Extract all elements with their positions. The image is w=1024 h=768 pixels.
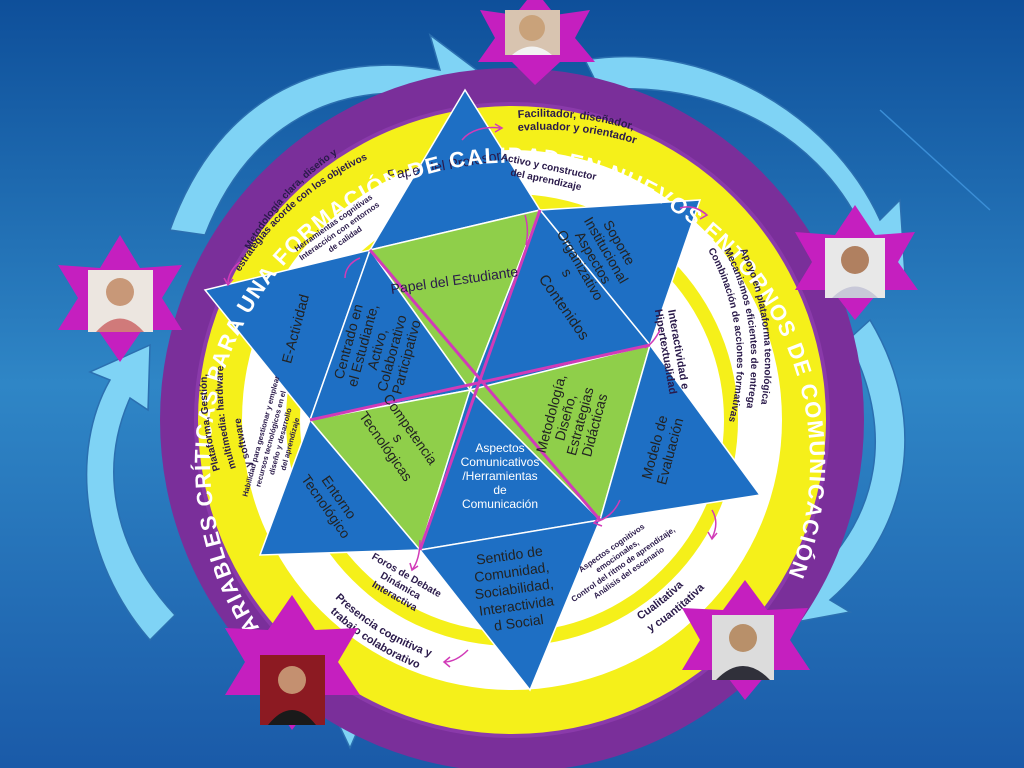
star-top <box>478 0 595 85</box>
star-bottom-left <box>225 595 360 730</box>
arrow-right <box>779 318 906 626</box>
star-right <box>795 205 918 320</box>
triangle-modelo <box>598 343 762 521</box>
magenta-connectors <box>309 209 651 551</box>
triangle-sentido <box>418 519 602 692</box>
star-bottom-right <box>682 580 810 700</box>
hexagram <box>203 88 762 692</box>
star-left <box>58 235 182 362</box>
small-arrows <box>223 123 718 668</box>
triangle-entorno <box>258 418 422 556</box>
background-swoosh <box>879 109 991 211</box>
